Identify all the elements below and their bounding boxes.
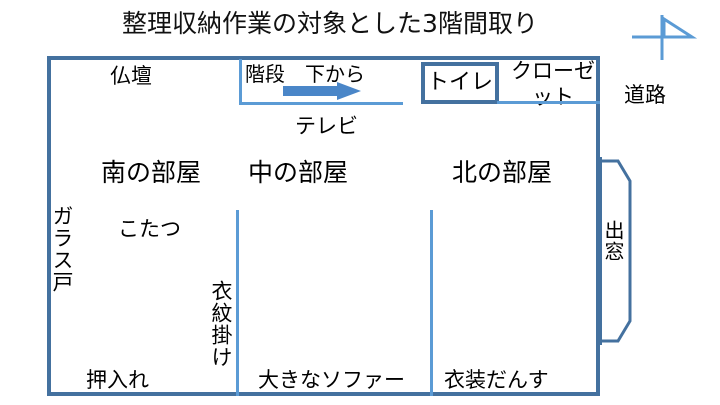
sofa-label: 大きなソファー [258, 368, 405, 392]
kimono-hanger-label: 衣紋掛け [209, 280, 233, 368]
stairs-cell [239, 59, 403, 105]
partition-middle-north [430, 210, 433, 396]
room-label-middle: 中の部屋 [248, 158, 349, 187]
closet-label: クローゼット [511, 59, 595, 109]
room-label-north: 北の部屋 [452, 158, 553, 187]
room-label-south: 南の部屋 [101, 158, 202, 187]
toilet-room: トイレ [421, 62, 499, 104]
kotatsu-label: こたつ [118, 217, 181, 241]
stairs-label: 階段 下から [245, 62, 365, 86]
altar-label: 仏壇 [110, 64, 152, 88]
oshiire-label: 押入れ [86, 368, 149, 392]
television-label: テレビ [295, 114, 358, 138]
page-title: 整理収納作業の対象とした3階間取り [122, 9, 538, 38]
closet-divider-line [497, 101, 600, 104]
right-arrow-icon [283, 82, 361, 100]
road-label: 道路 [624, 82, 666, 108]
glass-door-label: ガラス戸 [50, 205, 74, 293]
bay-window-shape [596, 155, 636, 347]
road-text: 道路 [624, 83, 666, 107]
north-arrow-icon [630, 12, 710, 62]
toilet-label: トイレ [426, 70, 493, 95]
dresser-label: 衣装だんす [444, 368, 549, 392]
bay-window-label: 出窓 [601, 220, 625, 262]
partition-south-middle [236, 210, 239, 396]
